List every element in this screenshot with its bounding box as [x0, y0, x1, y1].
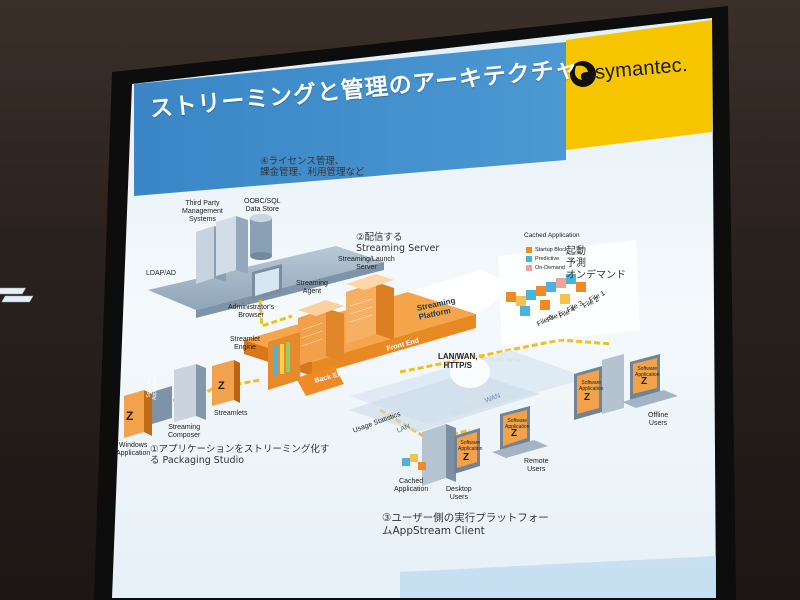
label-lan-wan: LAN/WAN,HTTP/S	[438, 352, 478, 370]
label-ldap: LDAP/AD	[146, 270, 176, 277]
z-logo-offline-2: Z	[641, 376, 648, 387]
label-front-end: Front End	[386, 337, 420, 353]
file-blocks-icon	[506, 274, 586, 316]
database-icon	[250, 214, 272, 260]
label-streamlets: Streamlets	[214, 410, 248, 417]
cached-application-cubes-icon	[402, 454, 426, 470]
label-wan: WAN	[484, 392, 502, 405]
label-file-2: File 2	[582, 295, 601, 311]
label-lan: LAN	[396, 423, 412, 435]
streamlets-stack-icon	[212, 360, 240, 406]
brand-name: symantec.	[594, 53, 689, 84]
third-party-servers-icon	[196, 216, 248, 284]
note-client: ③ユーザー側の実行プラットフォームAppStream Client	[382, 512, 549, 537]
note-license: ④ライセンス管理、課金管理、利用管理など	[260, 156, 365, 178]
orange-server-racks-icon	[298, 274, 394, 366]
label-usage-statistics: Usage Statistics	[352, 410, 402, 435]
slide-title: ストリーミングと管理のアーキテクチャ	[148, 55, 580, 123]
streamlet-engine-icon	[268, 332, 300, 390]
z-logo-remote: Z	[511, 428, 518, 439]
z-logo-offline-1: Z	[584, 392, 591, 403]
label-cached-application-title: Cached Application	[524, 232, 580, 239]
title-band	[134, 42, 566, 196]
note-package: ①アプリケーションをストリーミング化する Packaging Studio	[150, 444, 330, 466]
symantec-logo-icon	[570, 61, 596, 87]
remote-laptop-icon	[492, 406, 548, 458]
admin-monitor-icon	[252, 264, 282, 300]
z-logo-streamlets: Z	[218, 380, 225, 392]
z-logo-desktop: Z	[463, 452, 470, 463]
windows-application-box-icon	[124, 390, 152, 438]
note-cache: 起動予測オンデマンド	[566, 246, 626, 281]
label-file-6: File 6	[536, 313, 555, 329]
z-logo-windows: Z	[126, 409, 134, 423]
legend-swatches	[526, 247, 532, 271]
label-back-end: Back End	[314, 369, 347, 385]
composer-workstation-icon	[152, 364, 206, 424]
desktop-computer-icon	[422, 424, 480, 486]
offline-user-computers-icon	[574, 354, 678, 420]
globe-icon	[450, 356, 490, 388]
brand-box	[566, 20, 712, 150]
cached-application-panel	[498, 240, 640, 346]
